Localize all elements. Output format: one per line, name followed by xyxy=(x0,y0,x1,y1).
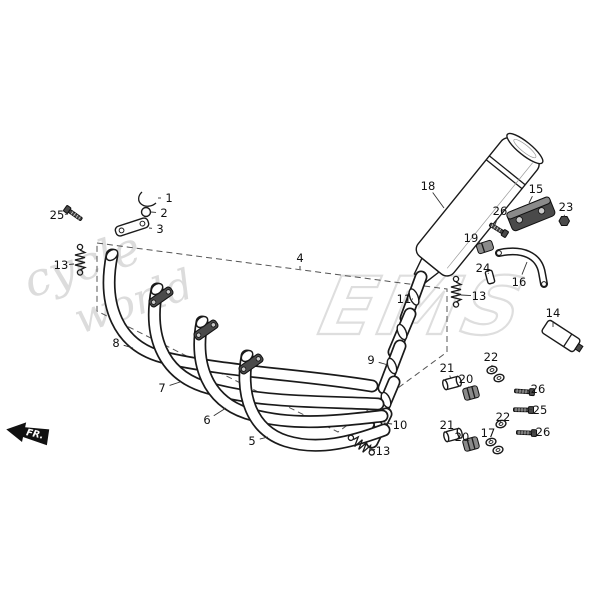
mount-bracket-15 xyxy=(506,196,556,232)
part-number-label: 16 xyxy=(512,275,527,289)
part-number-label: 23 xyxy=(559,200,574,214)
mount-band-16 xyxy=(495,247,548,288)
nut-23 xyxy=(558,216,571,226)
part-number-label: 6 xyxy=(203,413,210,427)
bolt-26-c xyxy=(515,428,538,438)
rubber-mount-19 xyxy=(475,239,495,255)
part-number-label: 19 xyxy=(464,231,479,245)
leader-line xyxy=(460,294,472,297)
part-number-label: 5 xyxy=(248,434,255,448)
part-number-label: 21 xyxy=(440,361,455,375)
leader-line xyxy=(487,272,489,274)
exhaust-flange-7 xyxy=(148,286,174,308)
part-number-label: 25 xyxy=(50,208,65,222)
leader-line xyxy=(499,420,502,425)
fr-direction-arrow: FR. xyxy=(6,422,50,446)
part-number-label: 11 xyxy=(397,292,412,306)
leader-line xyxy=(528,195,533,204)
part-number-label: 8 xyxy=(112,336,119,350)
part-number-label: 26 xyxy=(536,425,551,439)
part-number-label: 22 xyxy=(484,350,499,364)
muffler xyxy=(413,132,544,284)
bolt-26-a xyxy=(487,220,510,239)
part-number-label: 10 xyxy=(393,418,408,432)
header-pipes xyxy=(102,248,391,452)
part-number-label: 9 xyxy=(367,353,374,367)
bushing-20-upper xyxy=(461,384,481,402)
leader-line xyxy=(370,448,376,451)
part-number-label: 13 xyxy=(472,289,487,303)
leader-line xyxy=(383,422,393,425)
leader-line xyxy=(432,192,445,209)
part-number-label: 26 xyxy=(531,382,546,396)
part-number-label: 24 xyxy=(476,261,491,275)
leader-line xyxy=(169,381,181,386)
part-number-label: 22 xyxy=(496,410,511,424)
part-number-label: 15 xyxy=(529,182,544,196)
part-number-label: 4 xyxy=(296,251,303,265)
leader-line xyxy=(489,438,491,441)
leader-line xyxy=(494,218,498,226)
part-number-label: 20 xyxy=(459,372,474,386)
leader-line xyxy=(521,261,528,275)
bolt-25-b xyxy=(512,405,535,414)
leader-line xyxy=(213,407,227,417)
leader-line xyxy=(477,241,481,244)
part-number-label: 21 xyxy=(440,418,455,432)
part-number-label: 7 xyxy=(158,381,165,395)
part-number-label: 14 xyxy=(546,306,561,320)
leader-line xyxy=(123,344,134,349)
washer-22-a xyxy=(485,364,499,376)
part-number-label: 25 xyxy=(533,403,548,417)
header-pipe-7 xyxy=(147,282,385,411)
leader-line xyxy=(259,436,269,440)
muffler-mount-assembly xyxy=(475,196,584,353)
part-number-label: 18 xyxy=(421,179,436,193)
flange-gasket-parts xyxy=(114,191,157,237)
part-number-label: 13 xyxy=(54,258,69,272)
washer-22-b xyxy=(492,372,506,384)
part-number-label: 3 xyxy=(156,222,163,236)
collar-24 xyxy=(484,269,496,285)
part-number-label: 26 xyxy=(493,204,508,218)
leader-line xyxy=(378,361,389,366)
part-number-label: 17 xyxy=(481,426,496,440)
flange-plate-3 xyxy=(114,217,150,237)
exhaust-flange-6 xyxy=(193,319,219,341)
part-number-label: 2 xyxy=(160,206,167,220)
gasket-ring-2 xyxy=(140,206,152,218)
tube-14 xyxy=(541,319,584,353)
part-number-label: 1 xyxy=(165,191,172,205)
fr-arrow-shape xyxy=(6,422,50,446)
leader-line xyxy=(467,439,470,441)
keeper-ring-1 xyxy=(138,191,157,207)
leader-line xyxy=(449,375,452,380)
part-number-label: 20 xyxy=(455,430,470,444)
fr-label: FR. xyxy=(25,427,44,441)
part-number-label: 13 xyxy=(376,444,391,458)
washer-17-b xyxy=(491,444,505,456)
